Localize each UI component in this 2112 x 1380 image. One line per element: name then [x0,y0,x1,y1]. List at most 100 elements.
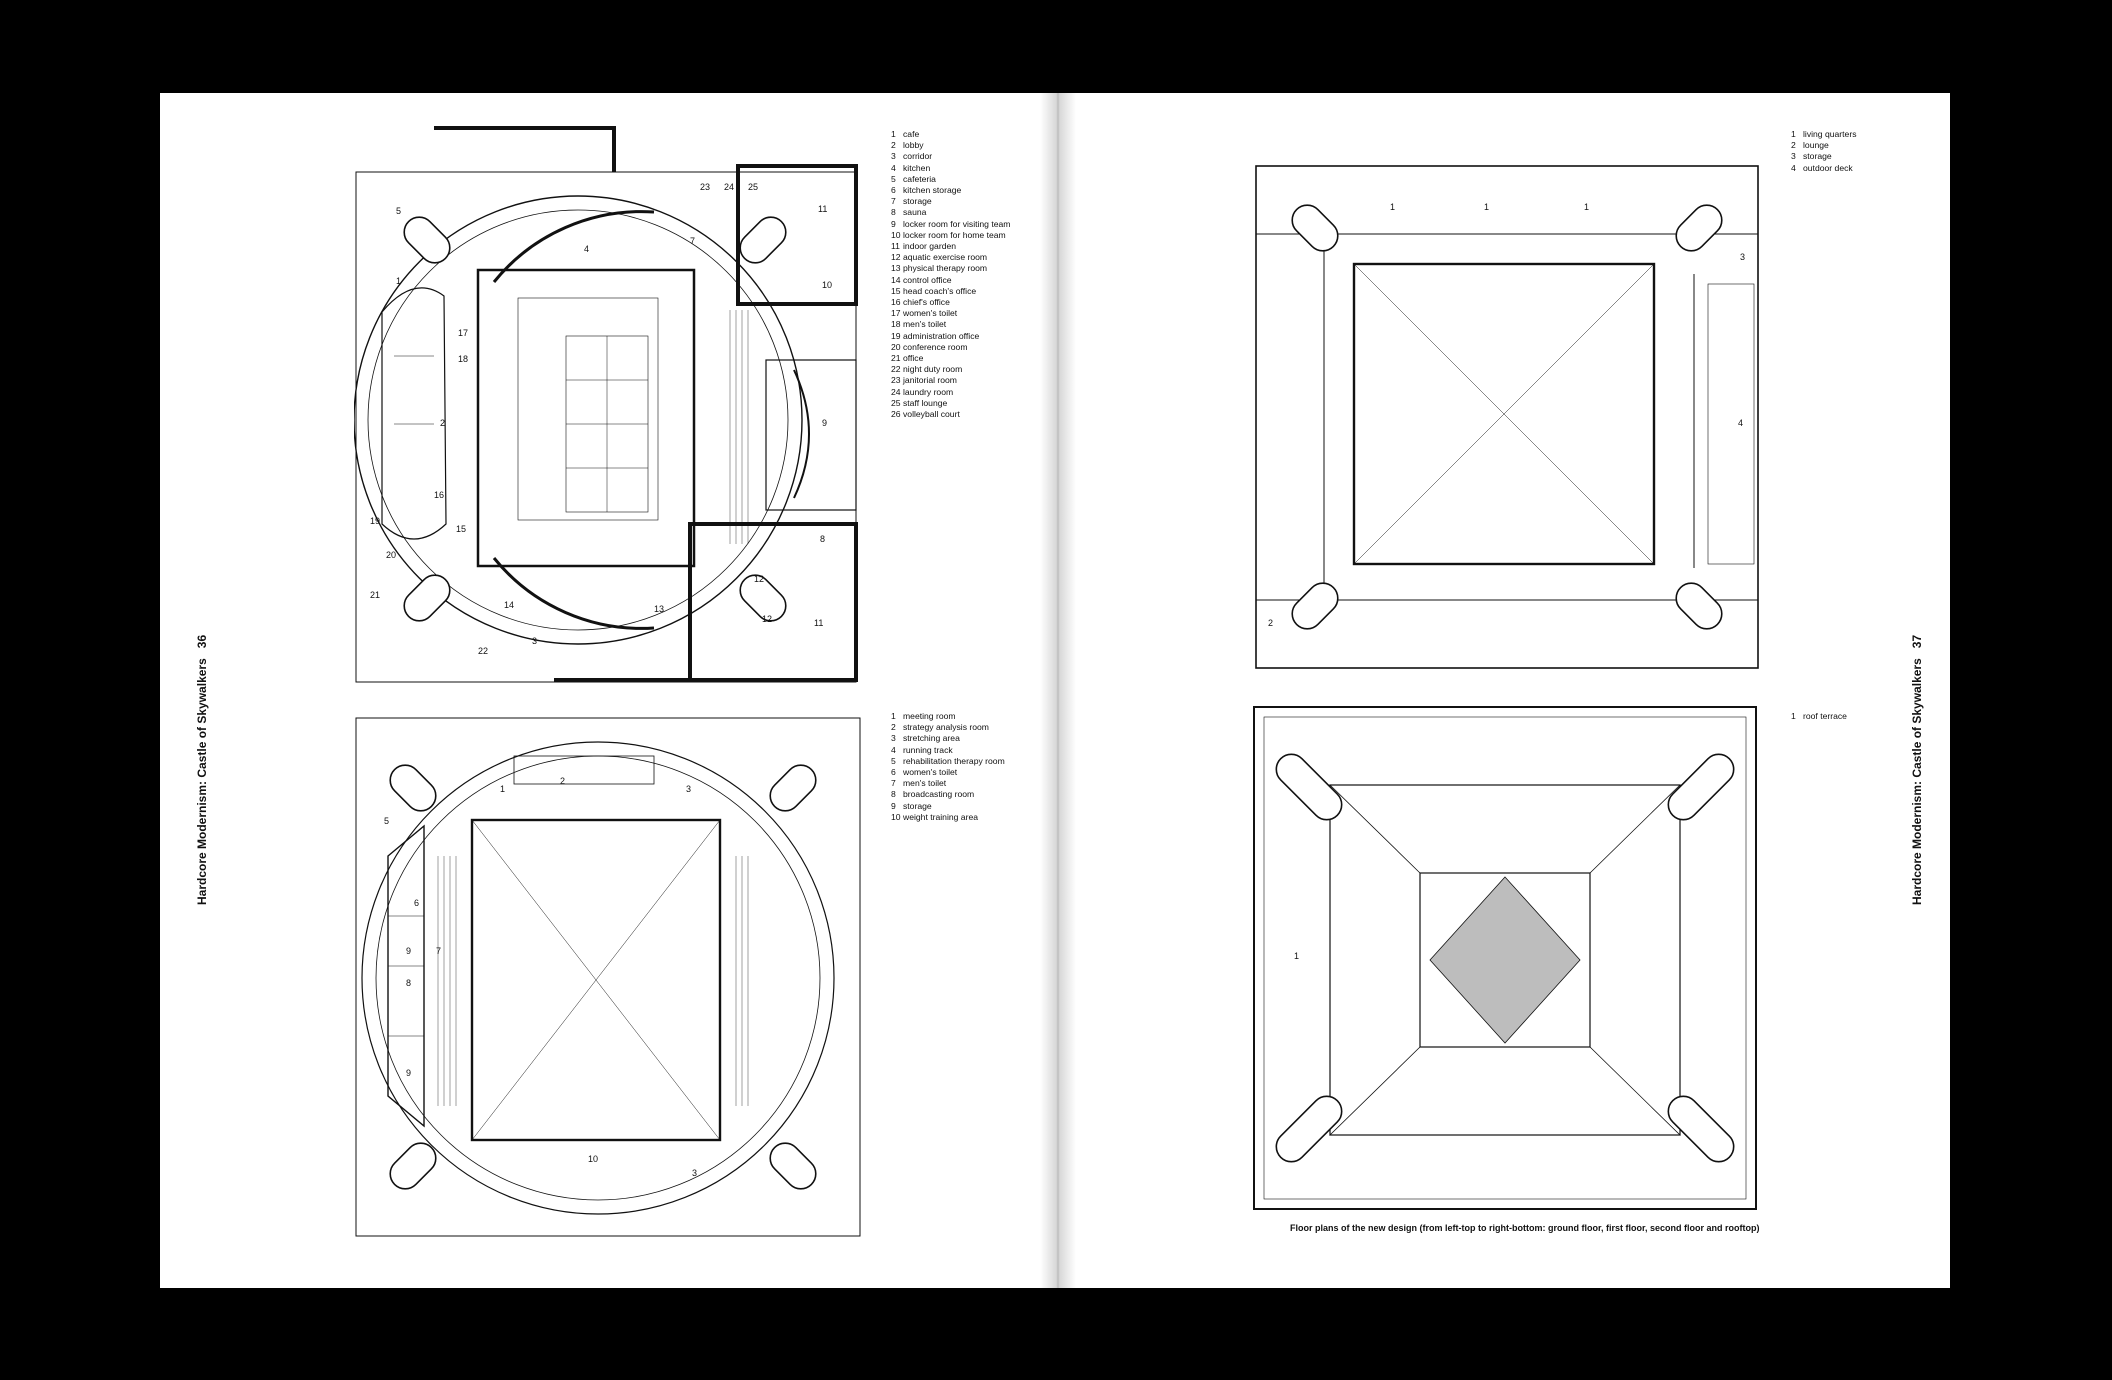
legend-item: 2 lounge [1791,140,1857,151]
legend-label: storage [903,196,932,207]
running-head-title: Hardcore Modernism: Castle of Skywalkers [1910,658,1924,905]
room-number-tag: 18 [458,354,468,364]
legend-label: corridor [903,151,933,162]
legend-number: 6 [891,185,896,196]
room-number-tag: 3 [686,784,691,794]
room-number-tag: 9 [406,946,411,956]
legend-label: roof terrace [1803,711,1847,721]
room-number-tag: 10 [588,1154,598,1164]
legend-label: locker room for home team [903,229,1006,240]
legend-label: indoor garden [903,241,957,252]
room-number-tag: 16 [434,490,444,500]
legend-number: 9 [891,800,896,811]
room-number-tag: 2 [1268,618,1273,628]
legend-number: 1 [891,711,896,721]
legend-number: 1 [1791,711,1796,721]
legend-number: 3 [1791,151,1796,162]
legend-number: 7 [891,778,896,789]
legend-number: 2 [1791,140,1796,151]
legend-number: 3 [891,151,896,162]
room-number-tag: 12 [762,614,772,624]
room-number-tag: 23 [700,182,710,192]
legend-label: conference room [903,341,968,352]
legend-label: rehabilitation therapy room [903,755,1005,766]
legend-number: 4 [1791,162,1796,173]
legend-number: 19 [891,330,901,341]
legend-number: 5 [891,755,896,766]
legend-label: staff lounge [903,397,948,408]
legend-label: living quarters [1803,129,1857,139]
running-head-left: Hardcore Modernism: Castle of Skywalkers… [195,635,209,905]
room-number-tag: 5 [384,816,389,826]
legend-rooftop: 1 roof terrace [1791,711,1847,722]
legend-number: 1 [1791,129,1796,139]
page-number: 37 [1910,634,1924,649]
legend-label: laundry room [903,386,954,397]
legend-number: 2 [891,140,896,151]
legend-item: 1 roof terrace [1791,711,1847,722]
legend-number: 4 [891,162,896,173]
legend-number: 8 [891,207,896,218]
legend-label: janitorial room [903,375,957,386]
room-number-tag: 17 [458,328,468,338]
room-number-tag: 5 [396,206,401,216]
legend-label: control office [903,274,952,285]
room-number-tag: 10 [822,280,832,290]
room-number-tag: 19 [370,516,380,526]
legend-number: 4 [891,744,896,755]
rooftop-plan: 1 [1253,706,1757,1210]
room-number-tag: 12 [754,574,764,584]
legend-label: lounge [1803,140,1829,151]
room-number-tag: 4 [1738,418,1743,428]
legend-number: 12 [891,252,901,263]
legend-label: locker room for visiting team [903,218,1011,229]
legend-label: women's toilet [903,767,958,778]
ground-floor-plan: 1234578910111112121314151617181920212223… [354,126,858,683]
room-number-tag: 9 [406,1068,411,1078]
figure-caption: Floor plans of the new design (from left… [1290,1223,1760,1233]
legend-number: 1 [891,129,896,139]
legend-number: 18 [891,319,901,330]
legend-label: chief's office [903,297,950,308]
room-number-tag: 7 [436,946,441,956]
room-number-tag: 3 [532,636,537,646]
room-number-tag: 8 [820,534,825,544]
legend-number: 17 [891,308,901,319]
legend-label: administration office [903,330,980,341]
room-number-tag: 20 [386,550,396,560]
room-number-tag: 6 [414,898,419,908]
legend-number: 20 [891,341,901,352]
legend-number: 10 [891,229,901,240]
legend-number: 11 [891,241,900,252]
room-number-tag: 1 [396,276,401,286]
room-number-tag: 15 [456,524,466,534]
legend-number: 10 [891,811,901,822]
left-page [160,93,1052,1288]
room-number-tag: 4 [584,244,589,254]
legend-number: 5 [891,173,896,184]
